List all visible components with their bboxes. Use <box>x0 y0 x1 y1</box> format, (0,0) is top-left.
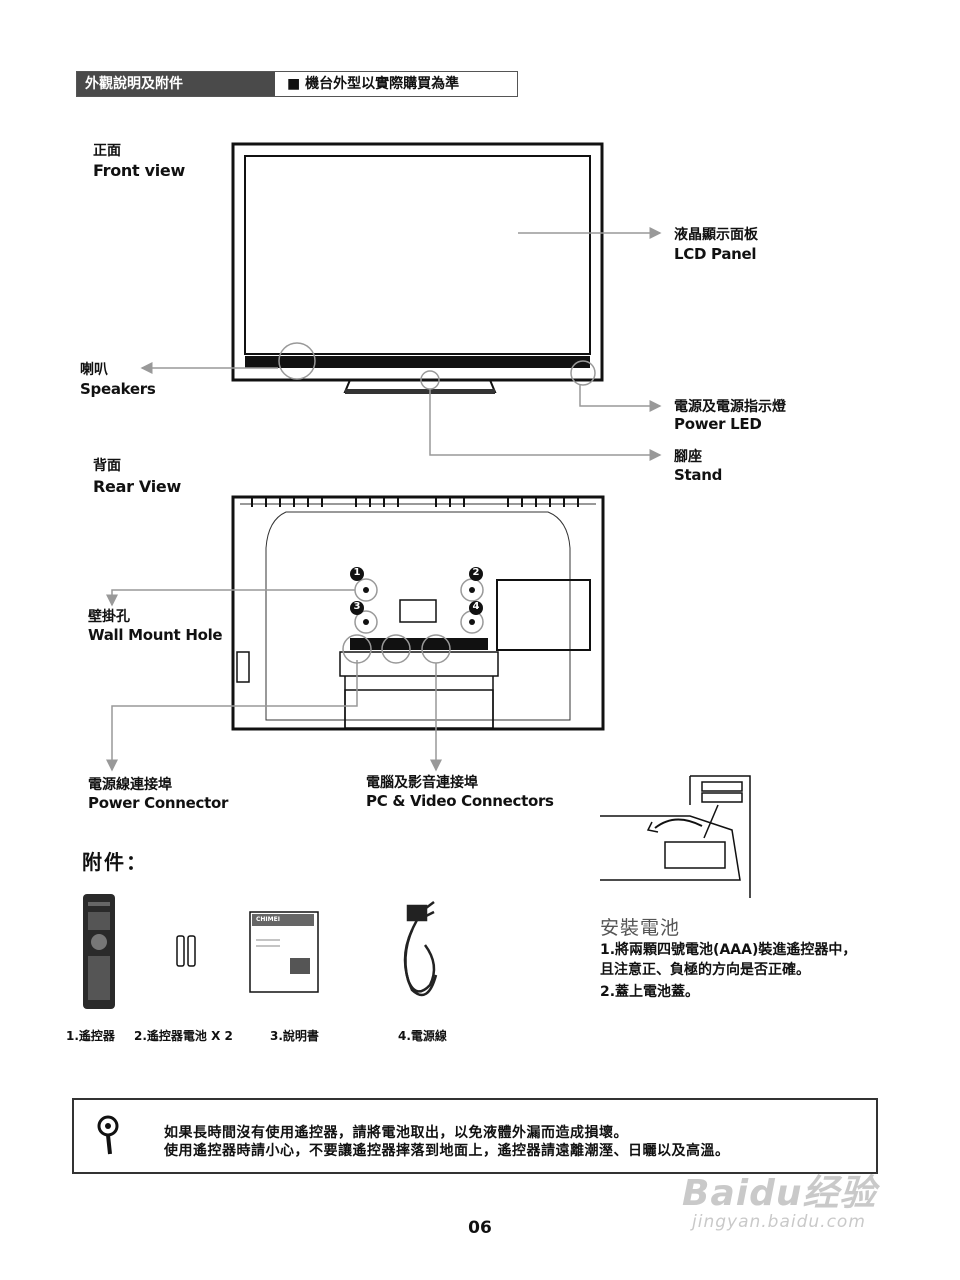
batteries-image <box>176 935 196 967</box>
front-view-title-zh: 正面 <box>93 143 121 159</box>
power-connector-label-en: Power Connector <box>88 794 229 812</box>
power-led-label-zh: 電源及電源指示燈 <box>674 399 786 415</box>
accessory-item-manual: 3.說明書 <box>270 1029 319 1043</box>
accessory-item-batteries: 2.遙控器電池 X 2 <box>134 1029 233 1043</box>
notice-line-2: 使用遙控器時請小心，不要讓遙控器摔落到地面上，遙控器請遠離潮溼、日曬以及高溫。 <box>164 1143 730 1159</box>
hole-number-4: 4 <box>472 601 480 612</box>
manual-brand: CHIMEI <box>256 916 280 923</box>
hole-number-1: 1 <box>353 567 361 578</box>
pc-video-label-zh: 電腦及影音連接埠 <box>366 775 478 791</box>
pc-video-label-en: PC & Video Connectors <box>366 792 554 810</box>
wall-mount-label-en: Wall Mount Hole <box>88 626 223 644</box>
rear-view-title-zh: 背面 <box>93 458 121 474</box>
stand-label-en: Stand <box>674 466 723 484</box>
stand-label-zh: 腳座 <box>674 449 702 465</box>
page-number: 06 <box>468 1218 492 1238</box>
baidu-watermark: Baidu经验 <box>682 1173 877 1214</box>
header-note: ■ 機台外型以實際購買為準 <box>275 72 517 96</box>
magnifier-icon <box>97 1115 119 1155</box>
accessory-item-remote: 1.遙控器 <box>66 1029 115 1043</box>
notice-line-1: 如果長時間沒有使用遙控器，請將電池取出，以免液體外漏而造成損壞。 <box>164 1125 628 1141</box>
rear-tv-drawing <box>231 495 605 731</box>
section-title: 外觀說明及附件 <box>77 72 275 96</box>
remote-control-image <box>83 894 115 1009</box>
battery-step-1-line-2: 且注意正、負極的方向是否正確。 <box>600 962 810 978</box>
front-view-title-en: Front view <box>93 161 185 180</box>
header-bar: 外觀說明及附件 ■ 機台外型以實際購買為準 <box>76 71 518 97</box>
rear-view-title-en: Rear View <box>93 477 181 496</box>
battery-install-drawing <box>600 775 751 898</box>
battery-title: 安裝電池 <box>600 917 681 939</box>
battery-step-1-line-1: 1.將兩顆四號電池(AAA)裝進遙控器中， <box>600 942 857 958</box>
speakers-label-en: Speakers <box>80 380 156 398</box>
manual-image <box>249 911 319 993</box>
hole-number-3: 3 <box>353 601 361 612</box>
front-tv-drawing <box>231 142 604 394</box>
power-cord-image <box>403 901 438 997</box>
power-led-label-en: Power LED <box>674 415 762 433</box>
baidu-watermark-url: jingyan.baidu.com <box>692 1212 866 1232</box>
wall-mount-label-zh: 壁掛孔 <box>88 609 130 625</box>
accessories-title: 附件： <box>82 850 148 874</box>
battery-step-2: 2.蓋上電池蓋。 <box>600 984 700 1000</box>
notice-box: 如果長時間沒有使用遙控器，請將電池取出，以免液體外漏而造成損壞。 使用遙控器時請… <box>72 1098 878 1174</box>
accessory-item-power-cord: 4.電源線 <box>398 1029 447 1043</box>
speakers-label-zh: 喇叭 <box>80 362 108 378</box>
lcd-panel-label-zh: 液晶顯示面板 <box>674 227 758 243</box>
hole-number-2: 2 <box>472 567 480 578</box>
lcd-panel-label-en: LCD Panel <box>674 245 757 263</box>
power-connector-label-zh: 電源線連接埠 <box>88 777 172 793</box>
